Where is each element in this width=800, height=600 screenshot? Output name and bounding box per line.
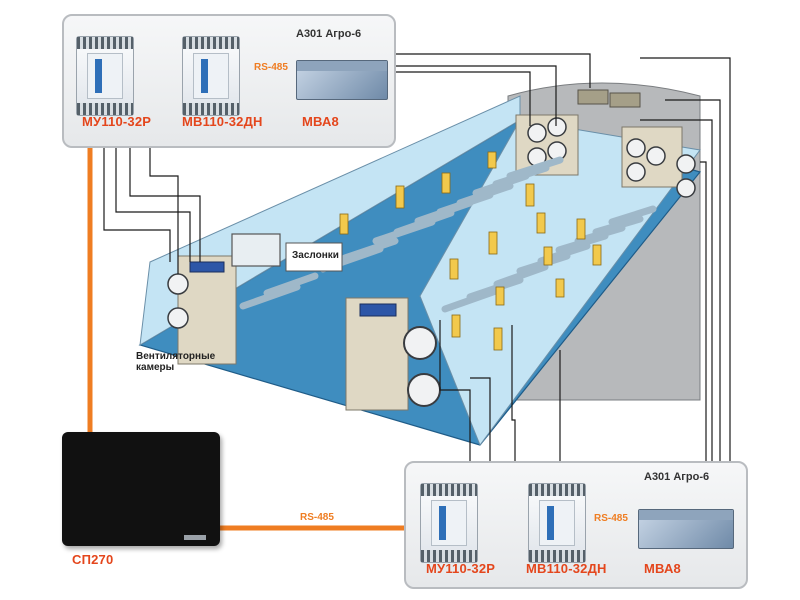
- top-mu110-label: МУ110-32Р: [82, 114, 152, 129]
- top-mv110-label: МВ110-32ДН: [182, 114, 263, 129]
- bottom-control-panel: А301 Агро-6 RS-485 МУ110-32Р МВ110-32ДН …: [404, 461, 748, 589]
- bottom-mv110-label: МВ110-32ДН: [526, 561, 607, 576]
- link-rs485-label: RS-485: [300, 512, 334, 523]
- hmi-label: СП270: [72, 552, 114, 567]
- top-mv110-module: [182, 36, 240, 116]
- top-mva8-module: [296, 60, 388, 100]
- bottom-mu110-module: [420, 483, 478, 563]
- shutters-label: Заслонки: [292, 250, 339, 261]
- sp270-hmi-panel: [62, 432, 220, 546]
- climate-sensors: [339, 151, 602, 351]
- top-rs485-label: RS-485: [254, 62, 288, 73]
- bottom-mva8-module: [638, 509, 734, 549]
- air-ducts: [239, 156, 657, 313]
- top-panel-title: А301 Агро-6: [296, 28, 362, 40]
- fan-chambers-label-line1: Вентиляторные: [136, 351, 216, 362]
- top-mva8-label: МВА8: [302, 114, 339, 129]
- rear-fans: [527, 117, 696, 198]
- signal-wires: [103, 53, 731, 461]
- fan-chambers-label-line2: камеры: [136, 362, 175, 373]
- bottom-mv110-module: [528, 483, 586, 563]
- bottom-panel-title: А301 Агро-6: [644, 471, 710, 483]
- shutters-sign: [231, 233, 343, 272]
- hmi-logo-badge: [184, 535, 206, 540]
- bottom-rs485-label: RS-485: [594, 513, 628, 524]
- top-control-panel: А301 Агро-6 RS-485 МУ110-32Р МВ110-32ДН …: [62, 14, 396, 148]
- top-mu110-module: [76, 36, 134, 116]
- bottom-mu110-label: МУ110-32Р: [426, 561, 496, 576]
- front-fan-chamber-left: [167, 255, 237, 365]
- rear-controller-a: [577, 89, 609, 105]
- bottom-mva8-label: МВА8: [644, 561, 681, 576]
- front-fan-chamber-right: [345, 297, 441, 411]
- rear-controller-b: [609, 92, 641, 108]
